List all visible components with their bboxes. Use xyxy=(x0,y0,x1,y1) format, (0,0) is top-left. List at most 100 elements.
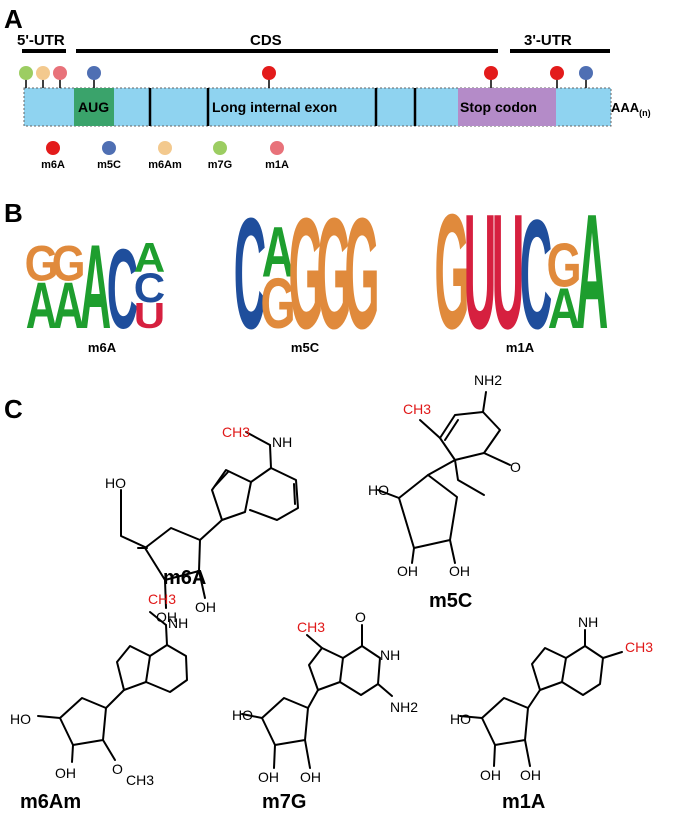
atom-label: NH xyxy=(380,647,400,663)
structure-name: m5C xyxy=(429,590,472,612)
legend-swatch xyxy=(158,141,172,155)
m6a-structure: HO OH OH NH CH3 m6A xyxy=(105,424,299,625)
legend-swatch xyxy=(46,141,60,155)
atom-label: OH xyxy=(55,765,76,781)
logo-letter: A xyxy=(80,222,111,355)
m6a-site-marker xyxy=(484,66,498,80)
atom-label: NH xyxy=(578,614,598,630)
panel-b-label: B xyxy=(4,198,23,228)
atom-label: OH xyxy=(480,767,501,783)
logo-letter: G xyxy=(260,263,295,343)
atom-label: OH xyxy=(195,599,216,615)
panel-a-label: A xyxy=(4,4,23,34)
logo-letter: C xyxy=(234,185,267,362)
logo-letter: G xyxy=(52,235,86,292)
stop-codon-label: Stop codon xyxy=(460,99,537,115)
m5c-structure: HO OH OH NH2 O CH3 m5C xyxy=(368,372,521,612)
m7g-structure: HO OH OH NH NH2 O CH3 m7G xyxy=(232,609,418,813)
logo-letter: A xyxy=(26,269,57,342)
m6am-structure: HO OH O CH3 NH CH3 m6Am xyxy=(10,591,188,813)
logo-letter: A xyxy=(576,181,609,364)
methyl-group-label: CH3 xyxy=(403,401,431,417)
methyl-group-label: CH3 xyxy=(148,591,176,607)
polya-tail: AAA(n) xyxy=(611,100,651,118)
atom-label: OH xyxy=(520,767,541,783)
m6a-site-marker xyxy=(550,66,564,80)
logo-letter: A xyxy=(53,269,84,342)
legend-label: m6Am xyxy=(148,159,182,171)
atom-label: OH xyxy=(258,769,279,785)
structure-name: m1A xyxy=(502,791,545,813)
methyl-group-label: CH3 xyxy=(297,619,325,635)
atom-label: NH2 xyxy=(390,699,418,715)
utr3-label: 3'-UTR xyxy=(524,32,572,49)
m6am-site-marker xyxy=(36,66,50,80)
legend-item: m5C xyxy=(97,141,121,171)
atom-label: OH xyxy=(300,769,321,785)
atom-label: O xyxy=(112,761,123,777)
logo-letter: G xyxy=(434,181,469,364)
structure-name: m6A xyxy=(163,567,206,589)
legend-item: m1A xyxy=(265,141,289,171)
logo-letter: G xyxy=(288,185,323,362)
legend-label: m1A xyxy=(265,159,289,171)
atom-label: HO xyxy=(450,711,471,727)
logo-letter: A xyxy=(134,235,165,282)
logo-letter: A xyxy=(548,276,581,340)
structure-name: m6Am xyxy=(20,791,81,813)
logo-letter: G xyxy=(546,231,581,301)
legend-label: m6A xyxy=(41,159,65,171)
logo-label: m5C xyxy=(291,340,320,355)
logo-letter: C xyxy=(107,226,138,353)
modification-pins xyxy=(25,78,587,88)
m7g-site-marker xyxy=(19,66,33,80)
atom-label: NH xyxy=(272,434,292,450)
logo-letter: G xyxy=(344,185,379,362)
legend-label: m7G xyxy=(208,159,232,171)
cds-label: CDS xyxy=(250,32,282,49)
atom-label: O xyxy=(355,609,366,625)
logo-letter: U xyxy=(492,181,525,364)
legend-item: m7G xyxy=(208,141,232,171)
logo-letter: C xyxy=(134,265,165,312)
m5c-site-marker xyxy=(579,66,593,80)
atom-label: O xyxy=(510,459,521,475)
atom-label: OH xyxy=(397,563,418,579)
logo-letter: A xyxy=(262,212,295,292)
methyl-group-label: CH3 xyxy=(625,639,653,655)
logo-letter: U xyxy=(134,297,165,337)
legend-swatch xyxy=(213,141,227,155)
m1a-site-marker xyxy=(53,66,67,80)
structure-name: m7G xyxy=(262,791,306,813)
aug-label: AUG xyxy=(78,99,109,115)
legend-swatch xyxy=(270,141,284,155)
logo-letter: C xyxy=(520,188,553,362)
modification-legend: m6A m5C m6Am m7G m1A xyxy=(41,141,289,171)
legend-swatch xyxy=(102,141,116,155)
logo-letter: U xyxy=(464,181,497,364)
atom-label: NH2 xyxy=(474,372,502,388)
long-exon-label: Long internal exon xyxy=(212,99,337,115)
aug-box xyxy=(74,88,114,126)
logo-letter: G xyxy=(25,235,59,292)
legend-label: m5C xyxy=(97,159,121,171)
transcript-diagram: 5'-UTR CDS 3'-UTR AUG Long internal exon… xyxy=(17,32,651,171)
atom-label: HO xyxy=(105,475,126,491)
atom-label: HO xyxy=(232,707,253,723)
logo-label: m1A xyxy=(506,340,535,355)
m6a-site-marker xyxy=(262,66,276,80)
atom-label: HO xyxy=(10,711,31,727)
stop-codon-box xyxy=(458,88,556,126)
utr5-label: 5'-UTR xyxy=(17,32,65,49)
logo-letter: G xyxy=(316,185,351,362)
atom-label: OH xyxy=(449,563,470,579)
atom-label: NH xyxy=(168,615,188,631)
methyl-group-label: CH3 xyxy=(222,424,250,440)
legend-item: m6A xyxy=(41,141,65,171)
atom-label: CH3 xyxy=(126,772,154,788)
